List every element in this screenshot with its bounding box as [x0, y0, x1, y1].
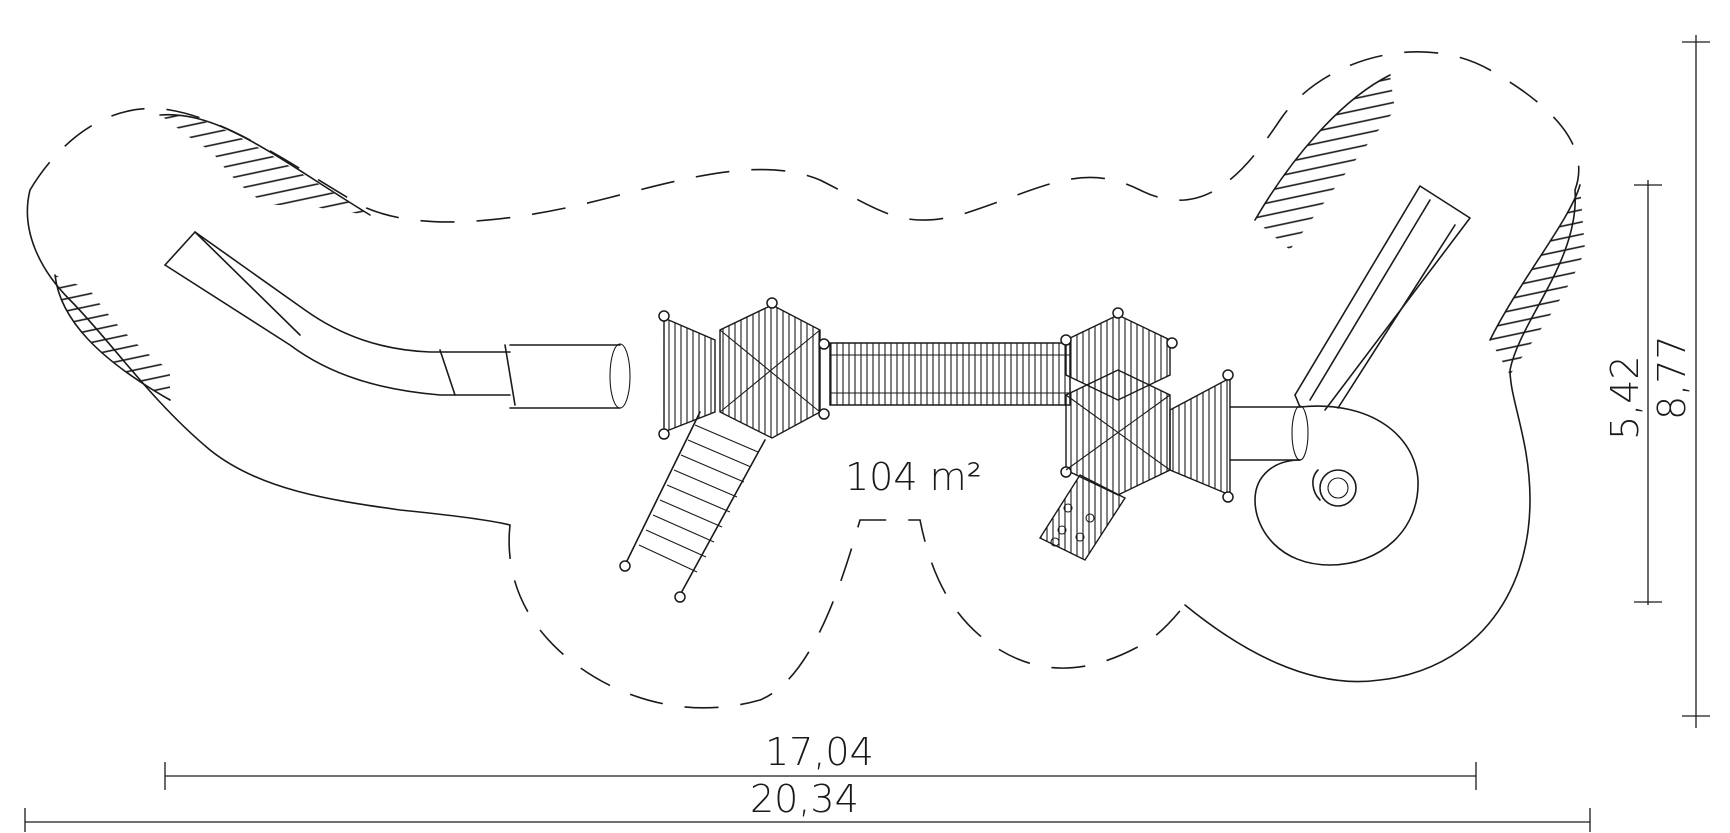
width-dimension-inner: 17,04: [164, 730, 1477, 790]
height-label-outer: 8,77: [1650, 335, 1694, 420]
right-slide: [1294, 185, 1471, 411]
height-dimension-inner: 5,42: [1603, 180, 1662, 605]
left-tower: [658, 297, 830, 440]
left-slide: [164, 231, 631, 409]
width-dimension-outer: 20,34: [24, 777, 1591, 832]
climbing-wall: [1038, 474, 1127, 561]
area-label: 104 m²: [845, 455, 982, 499]
height-dimension-outer: 8,77: [1650, 35, 1710, 728]
width-label-inner: 17,04: [765, 730, 874, 774]
height-label-inner: 5,42: [1603, 355, 1647, 440]
hatched-areas: [54, 74, 1585, 401]
width-label-outer: 20,34: [750, 777, 859, 821]
right-tower: [1060, 307, 1234, 503]
left-ladder: [619, 411, 766, 603]
bridge: [829, 342, 1071, 406]
spiral-slide: [1229, 405, 1419, 566]
